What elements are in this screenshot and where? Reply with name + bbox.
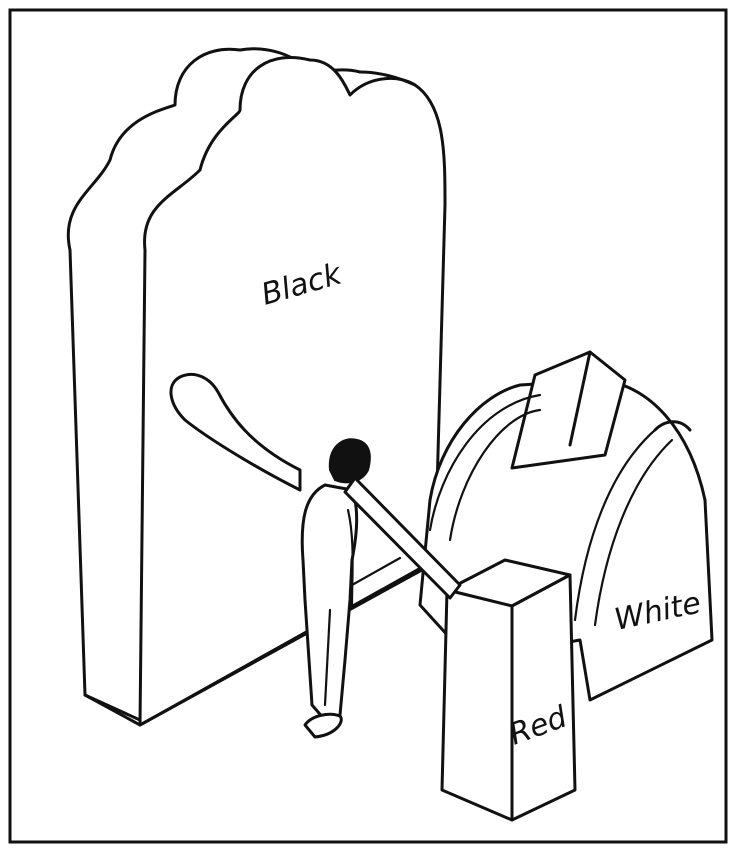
black-object: Black [68,49,445,725]
red-box-right [512,575,575,820]
red-box-left [442,590,512,820]
person-head [330,439,370,482]
red-object: Red [442,560,575,820]
person-body [302,485,356,720]
